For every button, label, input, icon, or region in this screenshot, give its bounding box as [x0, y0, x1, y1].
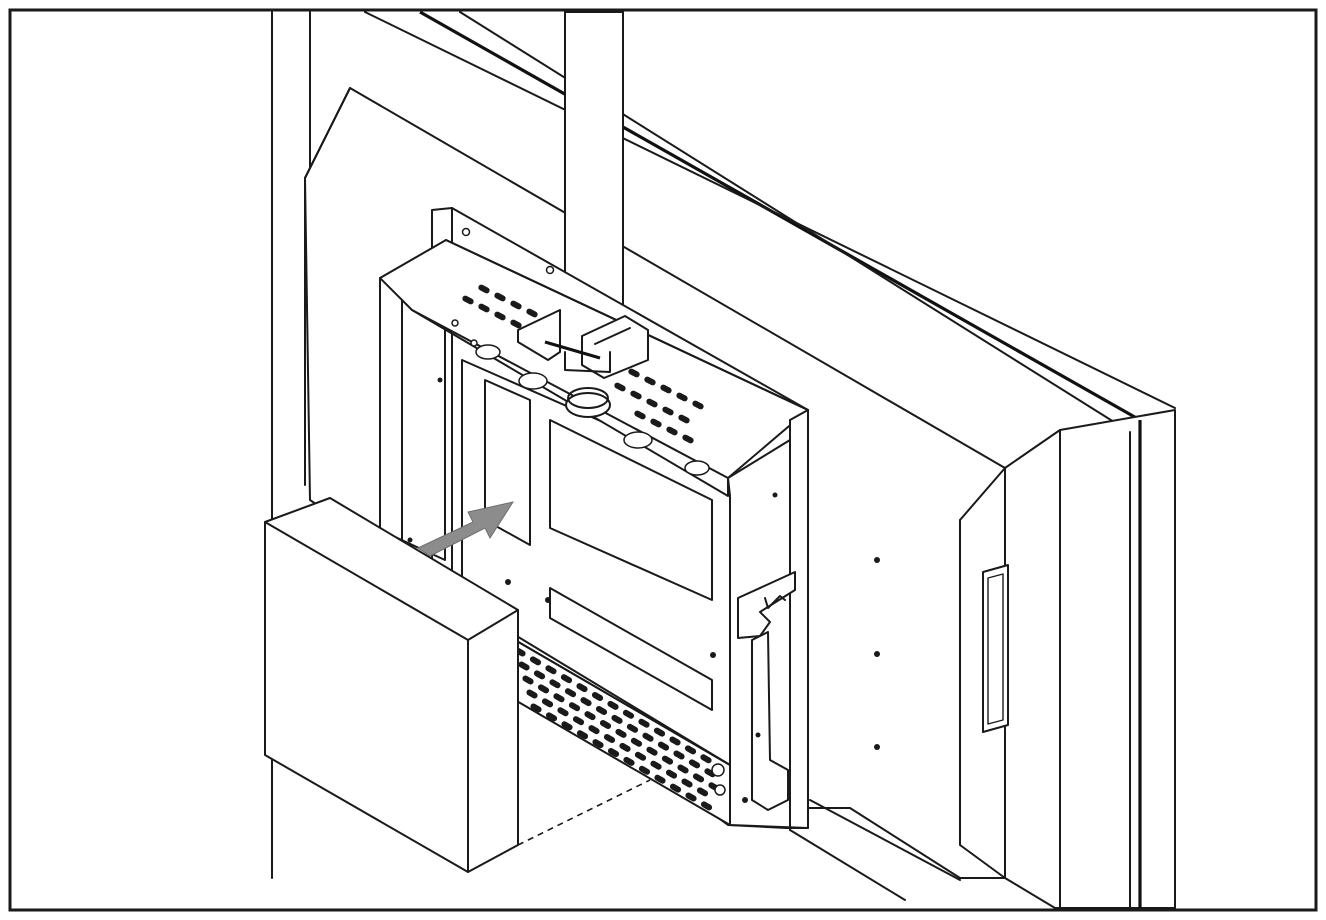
vent-slot: [615, 728, 627, 738]
vent-slot: [669, 783, 682, 793]
vent-slot: [557, 707, 569, 717]
vent-slot: [533, 670, 546, 680]
vent-slot: [576, 730, 589, 740]
vent-slot: [607, 700, 619, 710]
vent-slot: [580, 697, 592, 707]
vent-slot: [595, 706, 608, 715]
vent-slot: [622, 709, 635, 719]
vent-slot: [634, 751, 647, 761]
cable-hole-4: [684, 460, 710, 476]
vent-slot: [545, 665, 557, 675]
vent-slot: [526, 689, 538, 699]
vent-slot: [599, 720, 612, 729]
panel-screw-3: [874, 744, 880, 750]
vent-slot: [638, 718, 650, 728]
bracket-right-arm: [727, 409, 809, 831]
vent-slot: [564, 688, 577, 698]
panel-screw-2: [874, 651, 880, 657]
vent-slot: [522, 675, 534, 685]
vent-slot: [654, 774, 666, 784]
vent-slot: [584, 711, 596, 721]
vent-slots-top-left: [462, 284, 538, 329]
vent-slot: [591, 692, 604, 701]
vent-slot: [619, 742, 631, 752]
vent-slot: [700, 754, 712, 764]
vent-slot: [588, 725, 600, 735]
pole-clamp: [517, 309, 649, 418]
panel-screw-1: [874, 557, 880, 563]
cable-hole-1: [475, 344, 501, 360]
vent-slot: [681, 778, 693, 788]
vent-slots-bottom: [514, 647, 720, 811]
vent-slot: [685, 792, 697, 802]
vent-slot: [623, 756, 635, 766]
vent-slot: [653, 727, 666, 737]
vent-slot: [677, 764, 689, 774]
vent-slot: [572, 716, 585, 726]
vent-slot: [684, 745, 697, 755]
vent-slot: [700, 801, 713, 811]
vent-slot: [568, 702, 581, 712]
vent-slot: [665, 769, 678, 779]
alignment-dashed-line: [517, 779, 651, 846]
vent-slot: [646, 746, 658, 756]
vent-slot: [560, 674, 573, 684]
vent-slot: [650, 760, 662, 770]
vent-slot: [657, 741, 670, 751]
vent-slot: [518, 661, 530, 671]
vent-slot: [630, 737, 643, 747]
cable-hole-2: [518, 372, 548, 390]
bracket-left-side: [379, 267, 446, 561]
vent-slot: [611, 714, 623, 724]
vent-slot: [561, 721, 573, 731]
vent-slot: [642, 732, 654, 742]
vent-slot: [661, 755, 674, 765]
vent-slot: [638, 765, 651, 775]
vent-slot: [607, 748, 620, 757]
bracket-screw-top-left: [461, 227, 471, 237]
vent-slot: [576, 683, 588, 693]
bracket-screw-top-right: [545, 265, 555, 275]
vent-slot: [692, 773, 705, 783]
vent-slot: [529, 656, 542, 666]
equipment-box: [264, 497, 519, 873]
vent-slot: [530, 703, 542, 713]
vent-slot: [553, 693, 565, 703]
vent-slots-top-right: [614, 368, 704, 444]
vent-slot: [592, 739, 604, 749]
vent-slot: [696, 787, 709, 797]
insertion-arrow: [416, 501, 515, 557]
vent-slot: [549, 679, 561, 689]
cable-hole-3: [623, 431, 653, 449]
vent-slot: [541, 698, 554, 708]
vent-slot: [603, 734, 616, 743]
vent-slot: [626, 723, 639, 733]
vent-slot: [688, 759, 701, 769]
vent-slot: [537, 684, 550, 694]
vent-slot: [704, 768, 716, 778]
vent-slot: [545, 712, 558, 722]
vent-slot: [669, 736, 681, 746]
vent-slot: [673, 750, 685, 760]
